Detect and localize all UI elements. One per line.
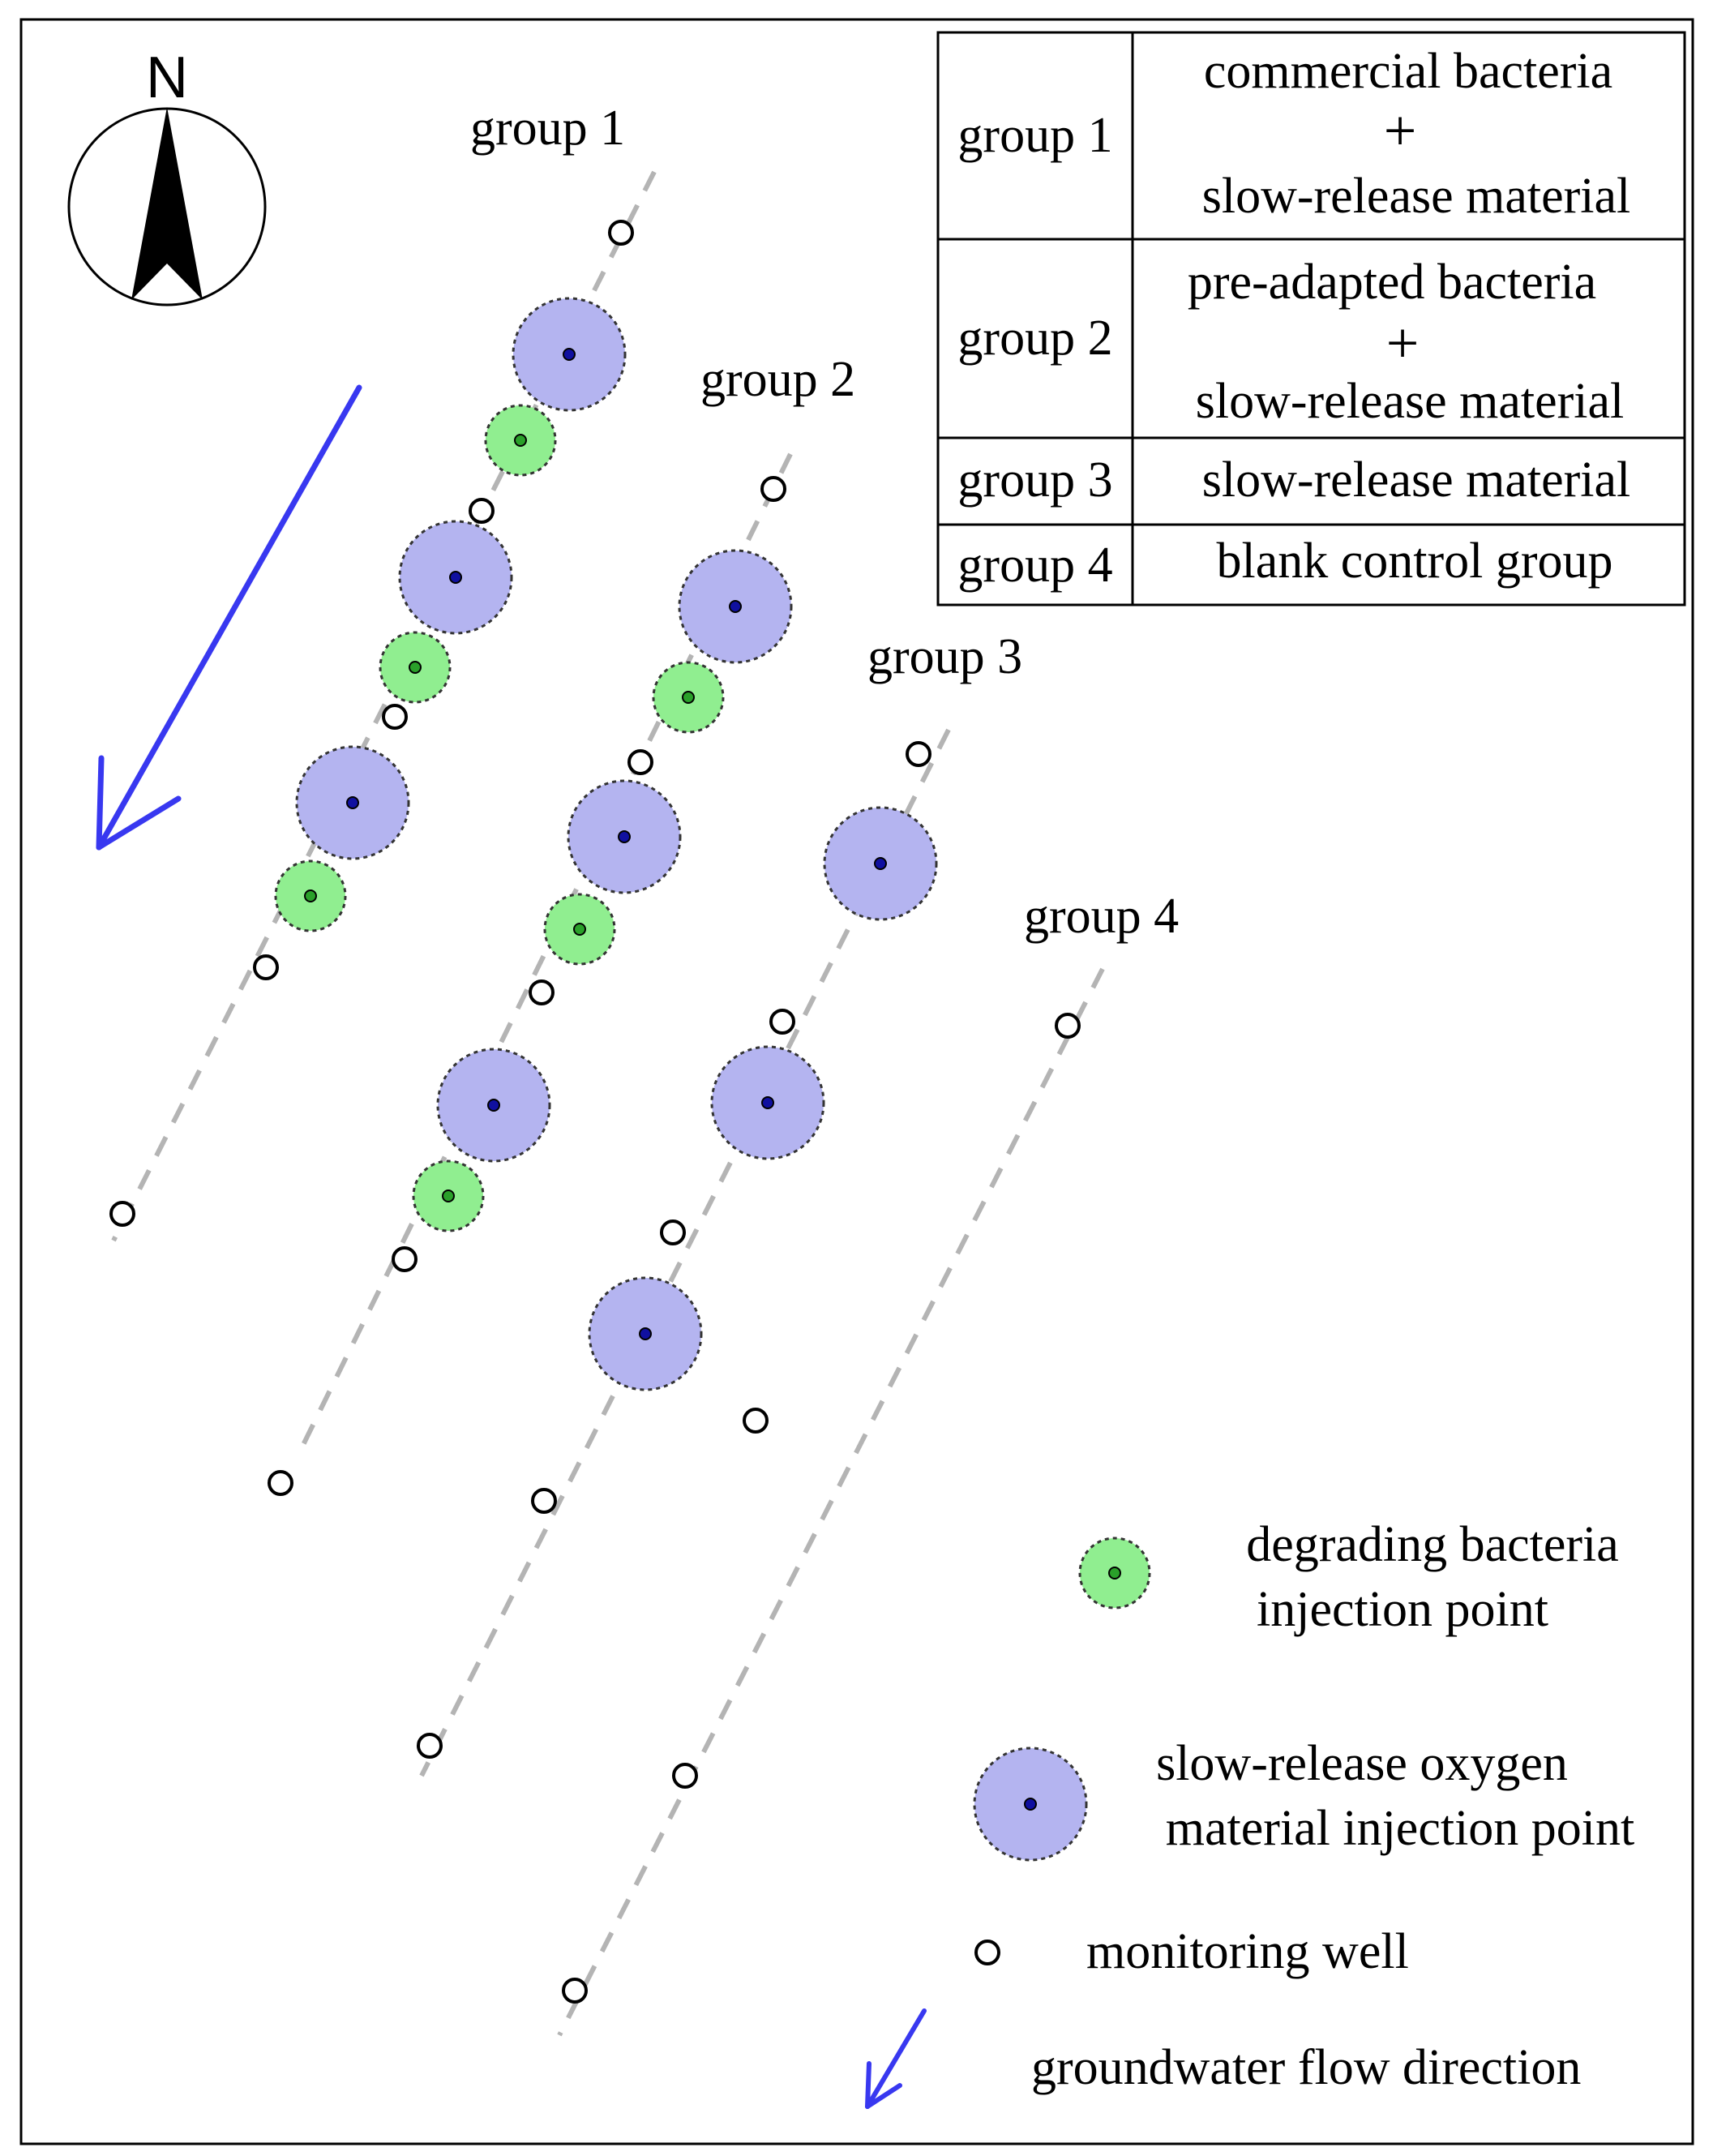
group-label: group 1 [470,101,625,156]
oxygen-injection-point [874,857,887,870]
group-label: group 2 [700,352,855,407]
table-treatment-line: slow-release material [1196,374,1624,429]
oxygen-injection-point [346,796,359,809]
table-group-cell: group 1 [957,108,1112,163]
north-arrow-icon [131,107,203,300]
monitoring-well [1055,1013,1081,1039]
monitoring-well [268,1470,293,1496]
oxygen-injection-point [563,348,576,361]
group-label: group 3 [867,629,1022,684]
treatment-table: group 1 commercial bacteria + slow-relea… [936,31,1686,607]
north-label: N [146,45,188,110]
flow-direction-arrow [96,384,362,851]
legend-flow-label: groundwater flow direction [1031,2040,1581,2095]
bacteria-injection-point [514,434,527,447]
monitoring-well [760,476,786,502]
table-treatment-line: blank control group [1216,534,1612,589]
monitoring-well [392,1246,418,1272]
table-treatment-plus: + [1384,98,1417,163]
oxygen-injection-point [729,600,742,613]
monitoring-well [608,220,634,246]
monitoring-well [743,1408,769,1434]
north-compass: N [67,45,267,306]
legend-bacteria-dot [1108,1567,1121,1579]
legend-well-label: monitoring well [1086,1924,1409,1979]
oxygen-injection-point [487,1099,500,1112]
transect-group-4 [557,967,1105,2037]
table-treatment-plus: + [1386,311,1420,375]
legend-bacteria-label: injection point [1257,1582,1548,1637]
monitoring-well [906,741,931,767]
bacteria-injection-point [409,661,422,674]
monitoring-well [672,1763,698,1789]
legend: degrading bacteria injection point slow-… [865,1517,1635,2109]
legend-bacteria-label: degrading bacteria [1246,1517,1619,1572]
table-border [936,31,1686,607]
monitoring-well [529,979,555,1005]
monitoring-well [531,1488,557,1514]
table-treatment-line: pre-adapted bacteria [1188,255,1596,310]
monitoring-well [253,954,279,980]
frame-border [19,18,1694,2145]
monitoring-well [627,749,653,775]
table-group-cell: group 2 [957,311,1112,366]
legend-oxygen-label: material injection point [1166,1801,1635,1856]
oxygen-injection-point [449,571,462,584]
monitoring-well [769,1009,795,1035]
monitoring-well [109,1201,135,1227]
monitoring-well [660,1219,686,1245]
oxygen-injection-point [761,1096,774,1109]
monitoring-wells [109,220,1081,2004]
oxygen-injection-points [295,297,938,1391]
monitoring-well [417,1733,443,1759]
table-treatment-line: slow-release material [1202,169,1630,224]
table-treatment-line: slow-release material [1202,452,1630,508]
table-group-cell: group 4 [957,538,1112,593]
bacteria-injection-points [274,404,725,1232]
legend-oxygen-label: slow-release oxygen [1156,1736,1568,1791]
legend-flow-arrow-icon [865,2008,927,2109]
group-label: group 4 [1024,889,1179,944]
oxygen-injection-point [639,1327,652,1340]
table-treatment-line: commercial bacteria [1204,44,1612,99]
monitoring-well [382,704,408,730]
legend-well-symbol [974,1940,1000,1965]
bacteria-injection-point [304,889,317,902]
monitoring-well [469,498,495,524]
monitoring-well [562,1978,588,2004]
bacteria-injection-point [682,691,695,704]
bacteria-injection-point [442,1189,455,1202]
table-group-cell: group 3 [957,452,1112,508]
legend-oxygen-dot [1024,1798,1037,1811]
group-labels: group 1 group 2 group 3 group 4 [470,101,1179,944]
oxygen-injection-point [618,830,631,843]
bacteria-injection-point [573,923,586,936]
